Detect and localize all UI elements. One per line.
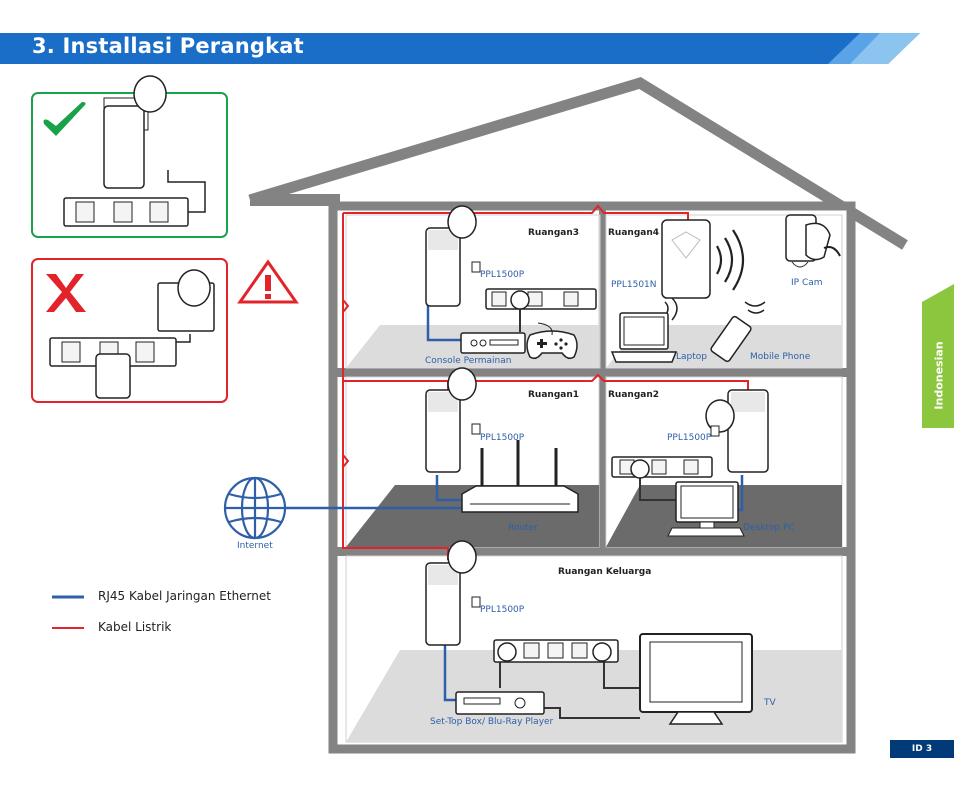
power-strip-family (493, 639, 619, 663)
legend-power-text: Kabel Listrik (98, 620, 172, 634)
room1-label: Ruangan1 (528, 390, 580, 400)
internet-label: Internet (237, 541, 273, 551)
header-banner: 3. Installasi Perangkat (0, 0, 954, 70)
page-number-badge: ID 3 (890, 740, 954, 758)
page-title: 3. Installasi Perangkat (32, 34, 304, 58)
av-cables (499, 308, 676, 719)
ppl1500p-family-label: PPL1500P (480, 605, 525, 615)
ip-camera-icon (785, 214, 841, 268)
mobile-phone-label: Mobile Phone (750, 352, 811, 362)
side-tab-label: Indonesian (933, 340, 946, 410)
adapter-room4 (661, 219, 711, 299)
check-icon (43, 102, 86, 136)
wrong-example (31, 258, 299, 403)
game-console (460, 332, 526, 354)
adapter-room3 (425, 205, 481, 307)
router-icon (461, 440, 579, 513)
room4-label: Ruangan4 (608, 228, 660, 238)
side-tab (922, 284, 954, 428)
adapter-room2 (705, 389, 769, 473)
router-label: Router (508, 523, 538, 533)
laptop-label: Laptop (676, 352, 707, 362)
house-roof (248, 77, 908, 250)
gamepad-icon (526, 322, 578, 360)
desktop-pc-label: Desktop PC (743, 523, 795, 533)
ip-cam-label: IP Cam (791, 278, 823, 288)
ethernet-wiring (285, 305, 744, 702)
mobile-phone-icon (710, 315, 752, 363)
power-strip-room3 (485, 288, 597, 310)
desktop-pc-icon (667, 481, 745, 537)
house-frame (328, 201, 856, 754)
ppl1500p-room2-label: PPL1500P (667, 433, 712, 443)
globe-icon (223, 476, 287, 540)
laptop-icon (610, 312, 678, 363)
ppl1501n-label: PPL1501N (611, 280, 657, 290)
tv-icon (639, 633, 753, 725)
room2-label: Ruangan2 (608, 390, 660, 400)
x-icon (46, 274, 86, 312)
correct-example (31, 75, 228, 238)
adapter-room1 (425, 367, 481, 473)
tv-label: TV (764, 698, 776, 708)
wifi-waves (664, 229, 766, 321)
set-top-box-icon (455, 691, 545, 715)
adapter-family (425, 540, 481, 646)
legend-ethernet-text: RJ45 Kabel Jaringan Ethernet (98, 589, 271, 603)
room3-label: Ruangan3 (528, 228, 580, 238)
ppl1500p-room1-label: PPL1500P (480, 433, 525, 443)
ppl1500p-room3-label: PPL1500P (480, 270, 525, 280)
console-label: Console Permainan (425, 356, 512, 366)
family-room-label: Ruangan Keluarga (558, 567, 652, 577)
power-strip-room2 (611, 456, 713, 479)
header-bar (0, 33, 920, 64)
warning-icon (237, 259, 299, 304)
set-top-box-label: Set-Top Box/ Blu-Ray Player (430, 717, 554, 727)
